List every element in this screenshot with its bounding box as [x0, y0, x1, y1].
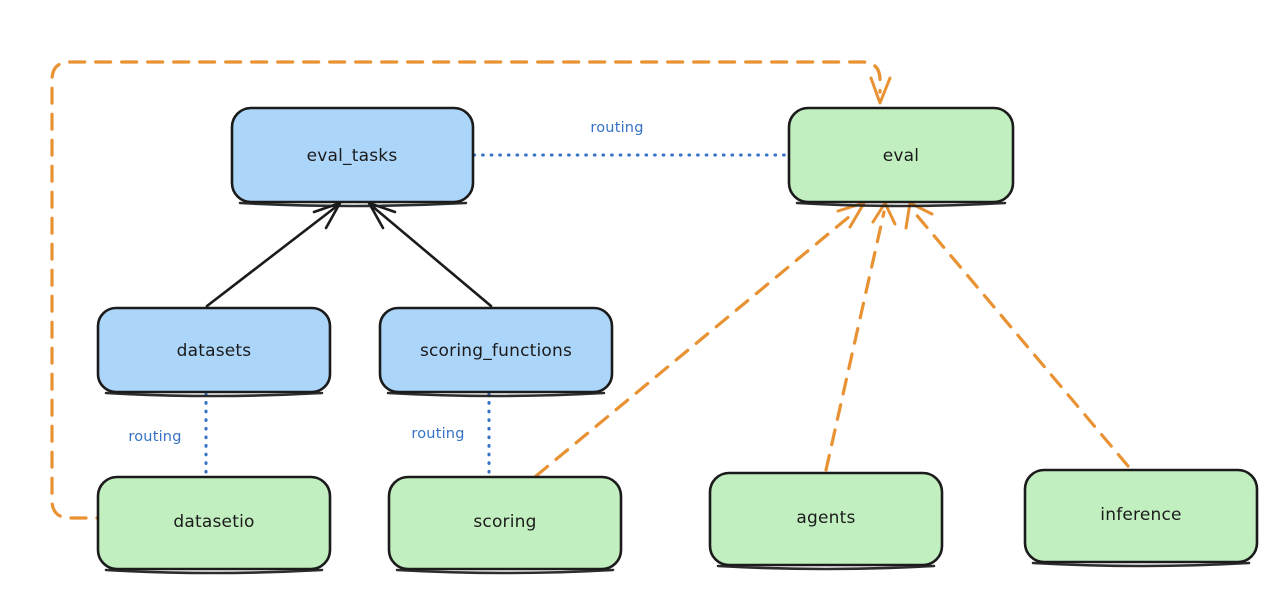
- node-eval[interactable]: eval: [787, 106, 1015, 208]
- edge-label-eval_tasks-eval-bg: [578, 116, 656, 140]
- node-scoring_functions-box[interactable]: [378, 306, 614, 394]
- edge-agents-eval-path: [824, 210, 886, 472]
- node-scoring_functions-shadow: [386, 391, 606, 398]
- node-datasets-box[interactable]: [96, 306, 332, 394]
- node-scoring_functions[interactable]: scoring_functions: [378, 306, 614, 398]
- edge-datasetio-eval: [50, 60, 892, 520]
- node-eval-box[interactable]: [787, 106, 1015, 204]
- node-datasetio-label: datasetio: [173, 512, 254, 532]
- node-datasets-label: datasets: [177, 341, 252, 361]
- node-eval_tasks[interactable]: eval_tasks: [230, 106, 475, 208]
- node-eval_tasks-box[interactable]: [230, 106, 475, 204]
- edge-label-eval_tasks-eval: routing: [590, 120, 643, 136]
- edge-label-scoring_functions-scoring: routing: [411, 426, 464, 442]
- node-scoring_functions-label: scoring_functions: [420, 341, 572, 361]
- node-datasetio[interactable]: datasetio: [96, 475, 332, 575]
- node-datasets[interactable]: datasets: [96, 306, 332, 398]
- edge-label-scoring_functions-scoring-bg: [399, 422, 477, 446]
- node-inference-shadow: [1031, 561, 1251, 568]
- edge-datasets-eval_tasks-path: [205, 204, 339, 308]
- node-datasetio-box[interactable]: [96, 475, 332, 571]
- edge-scoring_functions-eval_tasks: [367, 201, 493, 308]
- edge-inference-eval-path: [912, 210, 1130, 468]
- node-scoring[interactable]: scoring: [387, 475, 623, 575]
- edge-datasets-eval_tasks: [205, 201, 342, 308]
- edge-label-group: routing routing routing: [116, 116, 656, 449]
- node-inference-box[interactable]: [1023, 468, 1259, 564]
- edge-scoring-eval-path: [534, 209, 858, 478]
- node-agents-label: agents: [796, 508, 855, 528]
- edge-agents-eval: [824, 201, 897, 472]
- node-scoring-shadow: [395, 568, 615, 575]
- edge-scoring_functions-eval_tasks-path: [370, 204, 493, 308]
- node-inference[interactable]: inference: [1023, 468, 1259, 568]
- node-datasetio-shadow: [104, 568, 324, 575]
- node-datasets-shadow: [104, 391, 324, 398]
- node-eval-shadow: [795, 201, 1007, 208]
- node-scoring-box[interactable]: [387, 475, 623, 571]
- node-eval_tasks-label: eval_tasks: [307, 146, 398, 166]
- node-eval-label: eval: [883, 146, 919, 166]
- edge-datasetio-eval-arrowhead: [869, 76, 892, 105]
- node-agents-shadow: [716, 564, 936, 571]
- node-agents[interactable]: agents: [708, 471, 944, 571]
- edge-inference-eval: [904, 201, 1130, 468]
- edge-datasetio-eval-path: [50, 60, 882, 520]
- node-inference-label: inference: [1100, 505, 1181, 525]
- edge-label-datasets-datasetio: routing: [128, 429, 181, 445]
- node-scoring-label: scoring: [473, 512, 536, 532]
- node-agents-box[interactable]: [708, 471, 944, 567]
- node-eval_tasks-shadow: [238, 201, 468, 208]
- edge-label-datasets-datasetio-bg: [116, 425, 194, 449]
